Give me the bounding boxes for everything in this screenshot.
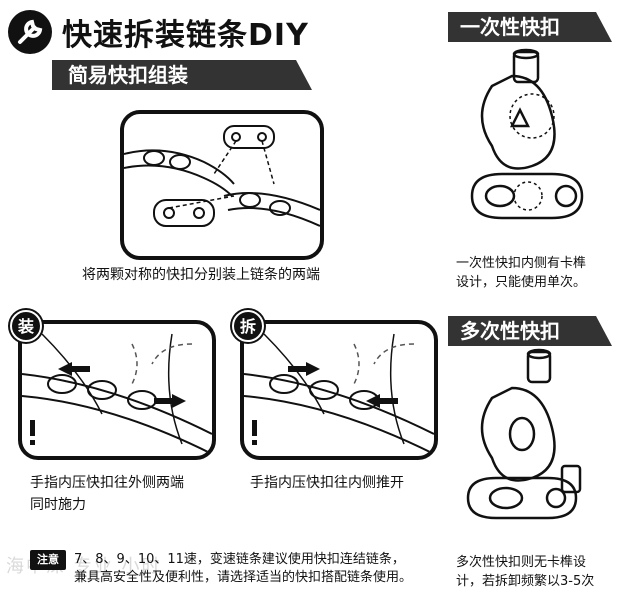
install-chain-diagram xyxy=(22,333,212,455)
chain-assembly-illustration xyxy=(120,110,324,260)
wrench-icon xyxy=(8,10,52,54)
single-use-link-illustration xyxy=(470,48,584,220)
note-line1: 7、8、9、10、11速，变速链条建议使用快扣连结链条， xyxy=(74,552,405,567)
install-caption-line1: 手指内压快扣往外侧两端 xyxy=(30,475,184,491)
install-badge: 装 xyxy=(10,310,42,342)
multi-use-caption-line2: 计，若拆卸频繁以3-5次 xyxy=(456,574,595,589)
single-use-caption-line2: 设计，只能使用单次。 xyxy=(456,275,587,290)
remove-badge: 拆 xyxy=(232,310,264,342)
easy-assembly-caption: 将两颗对称的快扣分别装上链条的两端 xyxy=(82,267,320,283)
remove-illustration xyxy=(240,320,438,460)
easy-assembly-banner: 简易快扣组装 xyxy=(52,60,312,90)
banner-label: 一次性快扣 xyxy=(460,15,560,39)
banner-shape xyxy=(52,60,312,90)
note-line2: 兼具高安全性及便利性，请选择适当的快扣搭配链条使用。 xyxy=(74,570,413,585)
install-caption-line2: 同时施力 xyxy=(30,497,86,513)
page-title: 快速拆装链条DIY xyxy=(62,18,309,53)
chain-diagram xyxy=(124,125,320,227)
install-illustration xyxy=(18,320,216,460)
note-badge: 注意 xyxy=(30,550,66,570)
banner-label: 多次性快扣 xyxy=(460,319,560,343)
multi-use-caption-line1: 多次性快扣则无卡榫设 xyxy=(456,555,587,570)
banner-shape xyxy=(448,316,612,346)
multi-use-banner: 多次性快扣 xyxy=(448,316,612,346)
single-use-banner: 一次性快扣 xyxy=(448,12,612,42)
single-use-caption-line1: 一次性快扣内侧有卡榫 xyxy=(456,256,587,271)
remove-chain-diagram xyxy=(244,333,434,455)
banner-label: 简易快扣组装 xyxy=(68,63,188,87)
banner-shape xyxy=(448,12,612,42)
remove-caption-line1: 手指内压快扣往内侧推开 xyxy=(250,475,404,491)
multi-use-link-illustration xyxy=(466,348,582,520)
